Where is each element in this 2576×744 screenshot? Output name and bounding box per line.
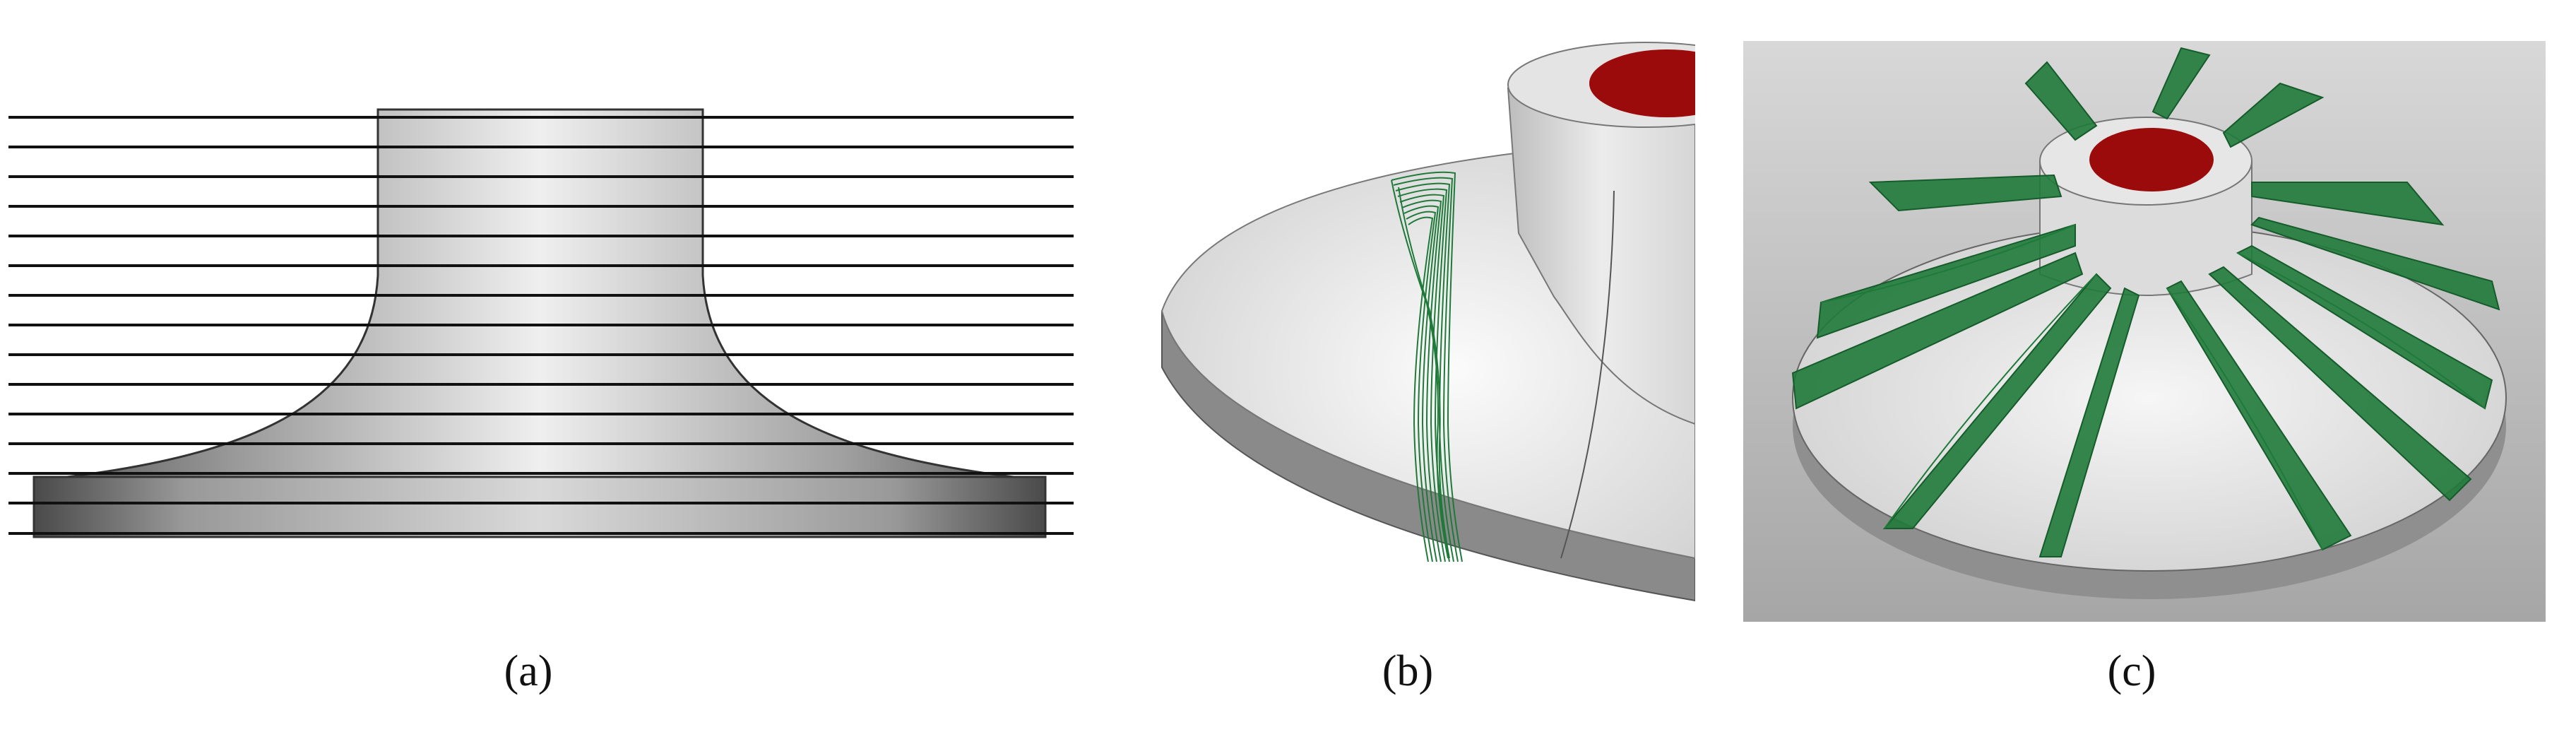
panel-a bbox=[0, 0, 1102, 636]
panel-c bbox=[1743, 41, 2546, 622]
panel-c-illustration bbox=[1743, 41, 2546, 622]
hub-bore bbox=[1589, 49, 1695, 117]
caption-c: (c) bbox=[2107, 647, 2156, 695]
blade-edge-lines bbox=[1820, 224, 2486, 550]
hub-cylinder bbox=[1507, 76, 1695, 425]
blade-toolpath bbox=[1391, 171, 1463, 562]
caption-b: (b) bbox=[1382, 647, 1434, 695]
panel-b-illustration bbox=[1161, 42, 1695, 602]
caption-a: (a) bbox=[504, 647, 553, 695]
panel-b bbox=[1158, 0, 1695, 636]
section-lines bbox=[8, 116, 1074, 535]
base-ring bbox=[32, 476, 1047, 538]
hub-bore bbox=[2089, 128, 2214, 191]
panel-a-illustration bbox=[8, 108, 1074, 538]
